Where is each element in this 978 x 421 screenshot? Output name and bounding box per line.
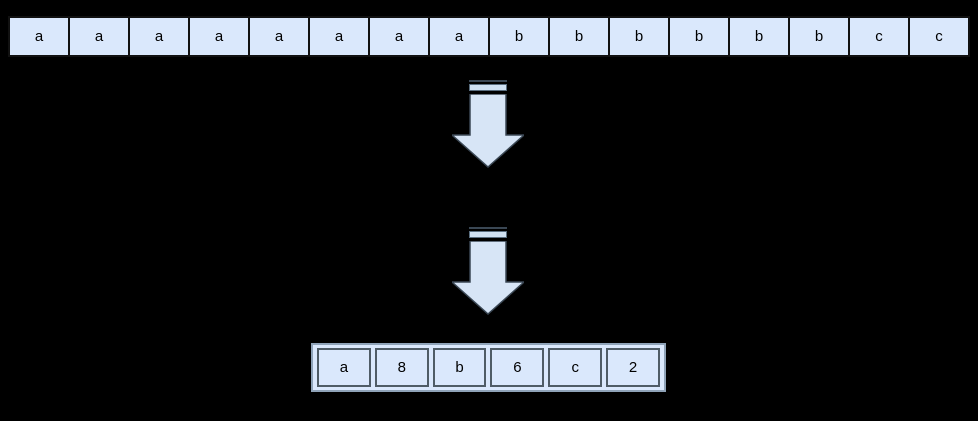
sequence-cell: a [68,16,130,57]
sequence-cell: c [848,16,910,57]
sequence-cell: b [668,16,730,57]
down-arrow-top [452,80,524,168]
encoded-cell: b [432,348,487,387]
sequence-cell: a [308,16,370,57]
sequence-cell: a [428,16,490,57]
encoded-cell: 6 [490,348,545,387]
sequence-cell: b [548,16,610,57]
sequence-cell: a [368,16,430,57]
sequence-cell: b [608,16,670,57]
arrow-stripe-line [469,80,507,82]
sequence-cell: b [728,16,790,57]
encoded-cell: 8 [374,348,429,387]
arrow-stripe-line [469,227,507,229]
sequence-cell: a [128,16,190,57]
encoded-cell: c [548,348,603,387]
arrow-stripe-bar [469,84,507,91]
encoded-cell: 2 [606,348,660,387]
sequence-cell: b [788,16,850,57]
down-arrow-icon [452,241,524,315]
sequence-cell: a [8,16,70,57]
down-arrow-icon [452,94,524,168]
sequence-cell: a [248,16,310,57]
sequence-cell: a [188,16,250,57]
encoded-cell: a [317,348,371,387]
down-arrow-bottom [452,227,524,315]
arrow-stripe-bar [469,231,507,238]
sequence-cell: c [908,16,970,57]
sequence-cell: b [488,16,550,57]
